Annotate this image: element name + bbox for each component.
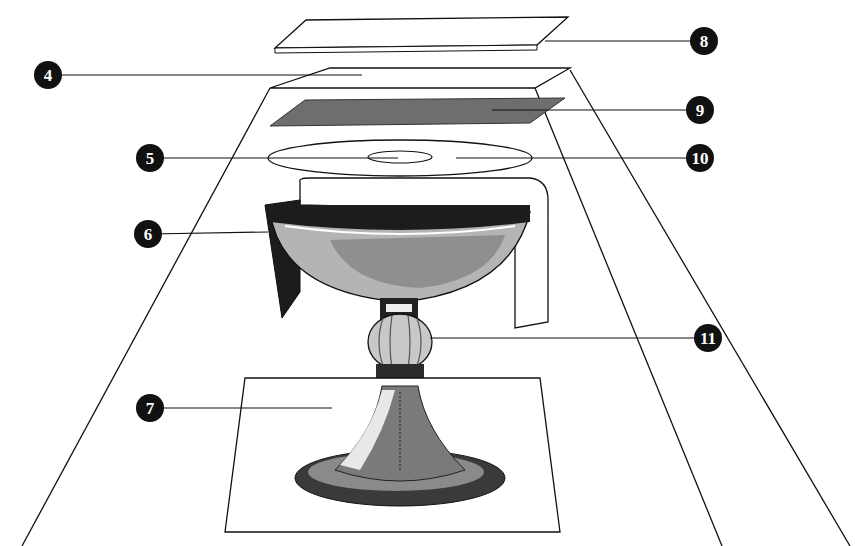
callout-number: 10 bbox=[686, 144, 714, 172]
callout-number: 9 bbox=[686, 96, 714, 124]
callout-number: 4 bbox=[34, 61, 62, 89]
callout-number: 5 bbox=[136, 144, 164, 172]
callout-number: 11 bbox=[694, 324, 722, 352]
callout-number: 8 bbox=[690, 27, 718, 55]
callout-number: 7 bbox=[136, 394, 164, 422]
callout-number: 6 bbox=[134, 220, 162, 248]
